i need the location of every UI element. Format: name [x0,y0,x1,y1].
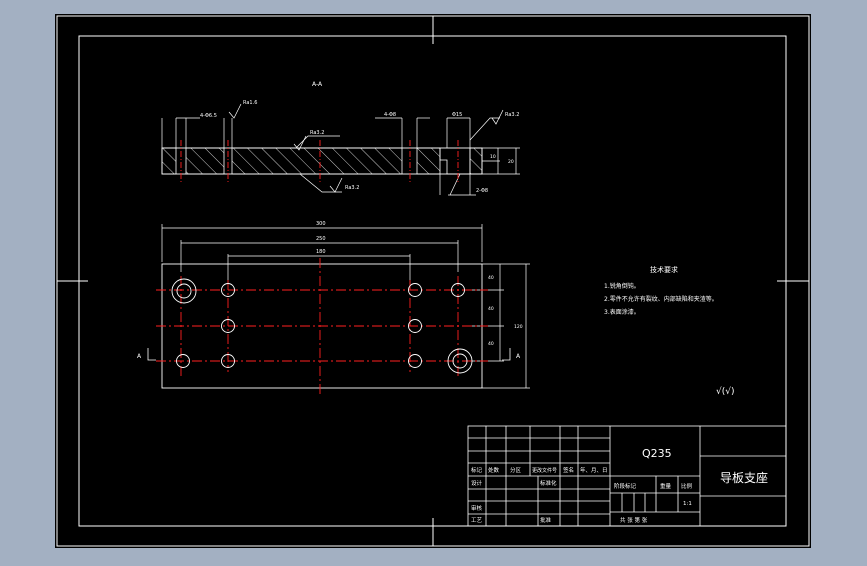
sign-design: 设计 [471,479,483,487]
callout-8: 2-Φ8 [476,188,488,194]
part-name: 导板支座 [720,470,768,485]
material: Q235 [642,447,672,460]
section-view: A-A [161,81,520,196]
sign-standard: 标准化 [540,479,557,487]
section-hatch-mid-a [185,147,225,175]
rev-h1: 标记 [471,466,483,474]
section-label: A-A [312,81,323,88]
rev-h4: 更改文件号 [532,467,557,474]
tech-title: 技术要求 [650,265,678,274]
stage-h1: 阶段标记 [614,482,637,490]
sheet-info: 共 张 第 张 [620,516,648,524]
hole-6 [408,354,422,368]
dim-right-20: 20 [508,159,514,165]
callout-1: 4-Φ6.5 [200,113,217,119]
callout-5: 4-Φ8 [384,112,396,118]
counterbore-hole-tl [171,278,197,304]
tech-item-1: 1.锐角倒钝。 [604,282,640,290]
rev-h6: 年、月、日 [580,466,608,474]
hole-3 [221,354,235,368]
sign-process: 工艺 [471,517,483,524]
tech-requirements: 技术要求 1.锐角倒钝。 2.零件不允许有裂纹、内部缺陷和夹渣等。 3.表面涂漆… [604,265,718,316]
hole-1 [221,283,235,297]
rev-h3: 分区 [510,466,522,474]
stage-h2: 重量 [660,482,672,490]
hole-5 [408,319,422,333]
sign-approve: 批准 [540,516,552,524]
callout-2: Ra1.6 [243,100,257,106]
dim-right-10: 10 [490,154,496,160]
stage-h3: 比例 [681,482,693,490]
dim-right-b: 40 [488,306,494,312]
scale: 1:1 [683,501,692,507]
dim-right-a: 40 [488,275,494,281]
tech-item-3: 3.表面涂漆。 [604,308,640,316]
sign-review: 审核 [471,504,483,512]
roughness-note: √(√) [716,386,735,397]
plan-view: 300 250 180 40 40 40 120 [137,221,530,394]
tech-item-2: 2.零件不允许有裂纹、内部缺陷和夹渣等。 [604,295,718,303]
section-outline [161,147,483,175]
centering-marks [57,16,809,546]
title-block [467,425,787,527]
section-hatch-left [161,147,177,175]
section-mark-left: A [137,353,142,360]
dim-top-180: 180 [316,249,326,255]
dim-right-total: 120 [514,324,523,330]
hole-2 [221,319,235,333]
dim-right-c: 40 [488,341,494,347]
hole-4 [408,283,422,297]
section-mark-right: A [516,353,521,360]
section-hatch-right [469,147,483,175]
section-hatch-mid-b [231,147,403,175]
callout-4: Ra3.2 [345,185,359,191]
hole-bl [176,354,190,368]
counterbore-outline [439,148,471,175]
rev-h5: 签名 [563,466,574,474]
counterbore-hole-br [447,348,473,374]
dim-top-250: 250 [316,236,326,242]
callout-7: Ra3.2 [505,112,519,118]
hole-tr [451,283,465,297]
section-hatch-mid-c [416,147,441,175]
title-block-text: Q235 导板支座 标记 处数 分区 更改文件号 签名 年、月、日 设计 标准化… [471,447,768,524]
callout-3: Ra3.2 [310,130,324,136]
rev-h2: 处数 [488,466,500,474]
callout-6: Φ15 [452,112,462,118]
dim-top-300: 300 [316,221,326,227]
drawing-sheet [55,14,811,548]
